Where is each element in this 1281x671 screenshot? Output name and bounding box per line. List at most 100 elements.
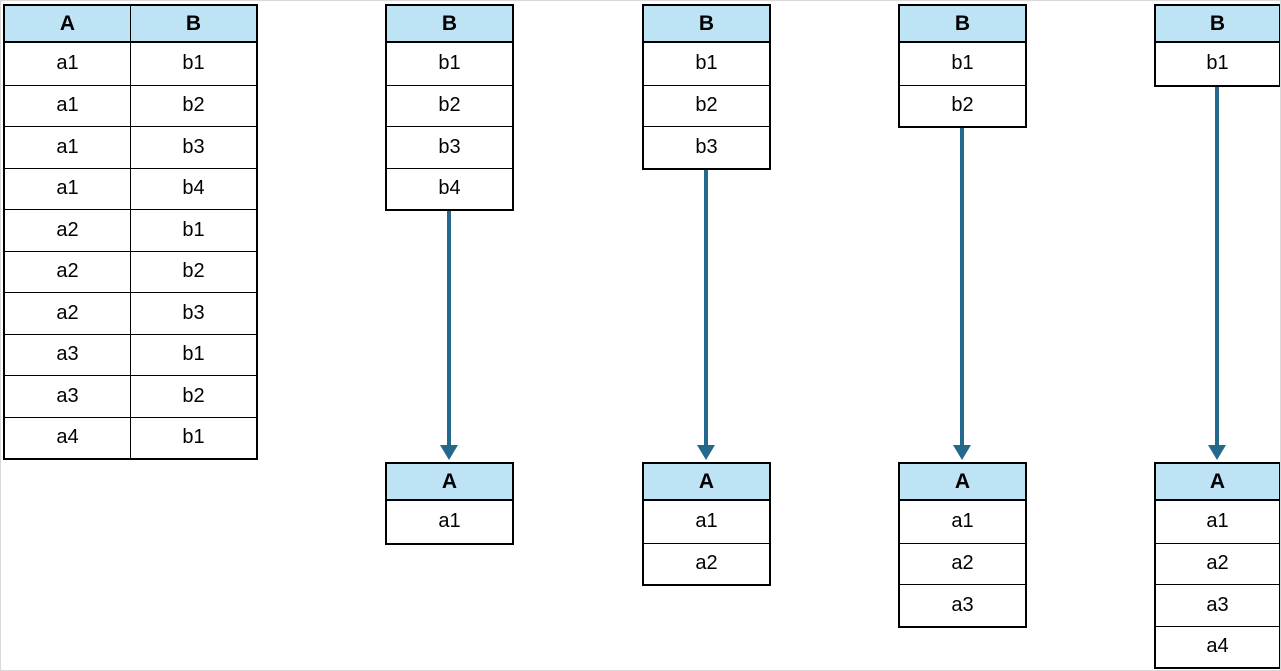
column-header: A (59, 11, 76, 35)
table-cell: a3 (951, 593, 974, 616)
table-row: a1 b1 (5, 43, 256, 85)
table-row: b4 (387, 167, 512, 210)
table-cell: a1 (695, 510, 718, 533)
column-header: B (1209, 11, 1226, 35)
table-header-row: A (1156, 464, 1279, 501)
column-header: A (441, 469, 458, 493)
table-row: a1 b4 (5, 167, 256, 209)
table-row: a1 (1156, 501, 1279, 543)
table-cell: b2 (695, 94, 718, 117)
table-cell: b1 (438, 52, 461, 75)
table-row: a1 b2 (5, 84, 256, 126)
table-row: a3 (900, 584, 1025, 626)
table-row: b1 (387, 43, 512, 85)
table-cell: b1 (1206, 52, 1229, 75)
column-header: B (698, 11, 715, 35)
column-header: B (954, 11, 971, 35)
table-cell: a1 (1206, 510, 1229, 533)
table-row: a4 (1156, 625, 1279, 668)
table-cell: b2 (130, 376, 256, 417)
table-row: b2 (900, 84, 1025, 127)
table-row: b3 (644, 126, 769, 168)
table-row: a3 b2 (5, 375, 256, 417)
table-cell: b3 (438, 135, 461, 158)
table-cell: a2 (56, 301, 79, 324)
table-row: a1 b3 (5, 126, 256, 168)
table-cell: b3 (130, 127, 256, 168)
table-row: a3 (1156, 584, 1279, 626)
table-cell: a1 (951, 510, 974, 533)
table-cell: a2 (695, 552, 718, 575)
table-row: b3 (387, 126, 512, 168)
table-cell: b1 (130, 43, 256, 85)
table-header-row: A (900, 464, 1025, 501)
table-cell: a2 (951, 552, 974, 575)
table-row: a2 (644, 542, 769, 585)
column-header: B (130, 6, 256, 41)
table-header-row: A (644, 464, 769, 501)
table-header-row: B (387, 6, 512, 43)
table-cell: a4 (56, 426, 79, 449)
table-row: a1 (644, 501, 769, 543)
table-cell: b3 (130, 293, 256, 334)
column-header: B (441, 11, 458, 35)
table-cell: b2 (130, 85, 256, 126)
table-row: b1 (1156, 43, 1279, 85)
table-cell: b2 (130, 251, 256, 292)
table-cell: b4 (438, 177, 461, 200)
table-cell: b1 (695, 52, 718, 75)
table-header-row: A (387, 464, 512, 501)
arrowhead-down-icon (1208, 445, 1226, 460)
table-cell: a1 (438, 510, 461, 533)
table-row: a1 (900, 501, 1025, 543)
arrowhead-down-icon (697, 445, 715, 460)
table-row: b2 (387, 84, 512, 127)
table-row: b1 (644, 43, 769, 85)
table-cell: a1 (56, 177, 79, 200)
arrow-shaft (960, 128, 964, 447)
column-header: A (954, 469, 971, 493)
table-row: a2 b3 (5, 292, 256, 334)
table-cell: b2 (438, 94, 461, 117)
table-cell: a1 (56, 52, 79, 75)
table-row: b2 (644, 84, 769, 127)
table-cell: b1 (130, 334, 256, 375)
table-cell: a3 (56, 384, 79, 407)
column-header: A (1209, 469, 1226, 493)
table-cell: a2 (56, 218, 79, 241)
arrow-shaft (447, 211, 451, 447)
table-cell: b1 (130, 417, 256, 458)
arrow-shaft (1215, 86, 1219, 447)
table-cell: a1 (56, 135, 79, 158)
table-cell: b2 (951, 94, 974, 117)
table-cell: a1 (56, 94, 79, 117)
table-cell: b3 (695, 135, 718, 158)
table-header-row: B (1156, 6, 1279, 43)
table-row: a4 b1 (5, 416, 256, 458)
table-header-row: B (644, 6, 769, 43)
arrow-shaft (704, 169, 708, 447)
table-row: a2 (1156, 542, 1279, 585)
table-row: a1 (387, 501, 512, 543)
table-cell: a2 (56, 260, 79, 283)
table-cell: b4 (130, 168, 256, 209)
arrowhead-down-icon (440, 445, 458, 460)
table-header-row: B (900, 6, 1025, 43)
table-row: a2 (900, 542, 1025, 585)
arrowhead-down-icon (953, 445, 971, 460)
table-row: a2 b2 (5, 250, 256, 292)
table-cell: a3 (1206, 593, 1229, 616)
table-cell: b1 (951, 52, 974, 75)
table-cell: a2 (1206, 552, 1229, 575)
